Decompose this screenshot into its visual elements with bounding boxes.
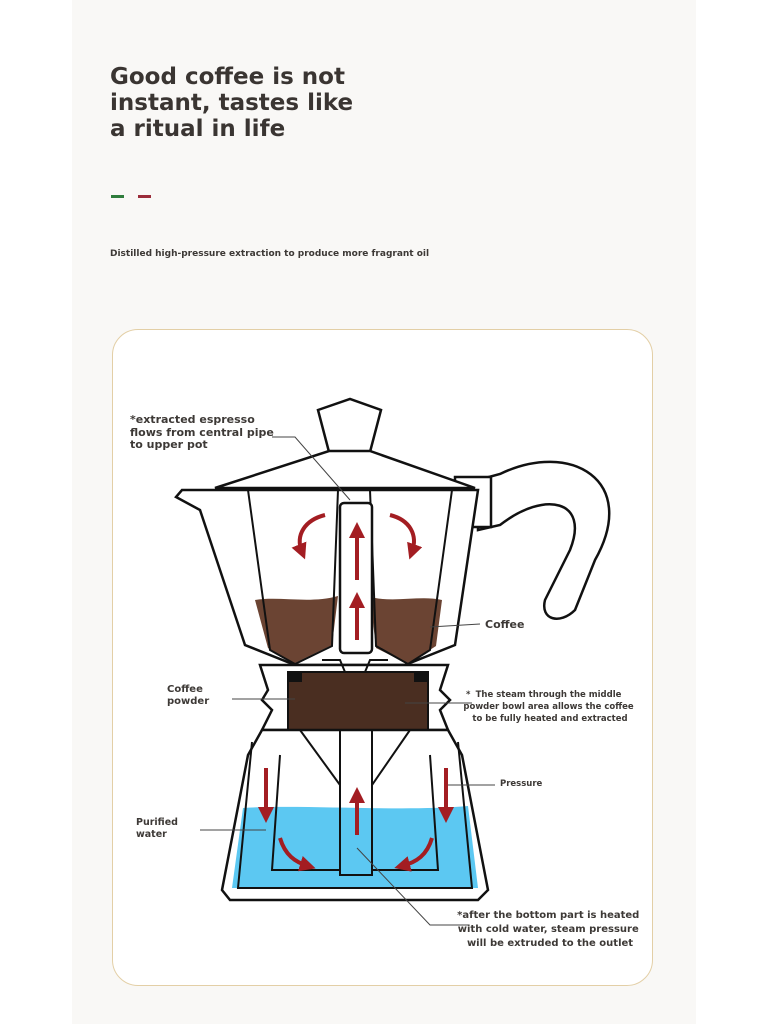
label-bottom-note: *after the bottom part is heated with co… [457,910,643,949]
headline: Good coffee is not instant, tastes like … [110,64,410,142]
headline-line-2: instant, tastes like [110,90,354,116]
accent-dash-green [111,195,124,198]
coffee-left [255,596,338,664]
lower-inner-wall [236,741,474,889]
leader-espresso [272,436,351,501]
gasket-left [288,672,302,682]
label-steam-marker: * [466,690,471,700]
label-espresso-flow: *extracted espresso flows from central p… [130,413,278,451]
label-pressure: Pressure [500,779,543,789]
lid [214,449,476,490]
coffee-powder [287,671,429,731]
lower-pipe [339,729,373,876]
coffee-right [370,597,442,664]
leader-coffee [429,623,481,628]
arrow-curve-lower-right [394,837,434,872]
gasket-right [414,672,428,682]
label-coffee: Coffee [485,618,524,631]
pot-handle [476,460,611,620]
subtitle: Distilled high-pressure extraction to pr… [110,249,430,259]
headline-line-1: Good coffee is not [110,64,345,90]
water [232,806,478,888]
lid-knob [316,397,383,454]
arrow-curve-lower-left [278,837,316,872]
label-steam-note: The steam through the middle powder bowl… [463,690,636,724]
arrow-curve-left [291,513,326,560]
label-coffee-powder: Coffee powder [167,684,209,707]
accent-dash-red [138,195,151,198]
arrow-curve-right [389,513,423,560]
label-purified-water: Purified water [136,817,181,840]
headline-line-3: a ritual in life [110,116,286,142]
leader-bottom [356,847,468,926]
